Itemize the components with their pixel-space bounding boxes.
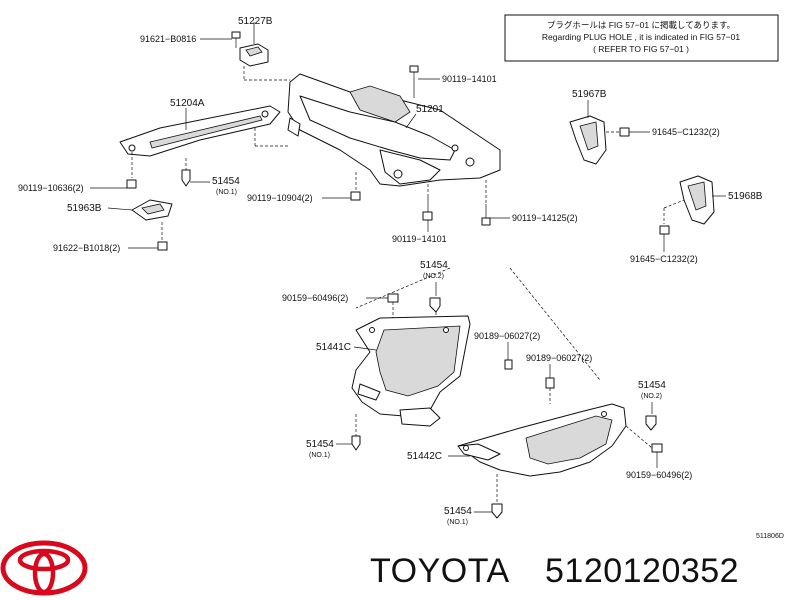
label-51441c: 51441C <box>316 342 351 353</box>
cover-51441c-drawing <box>351 315 471 427</box>
label-51967b: 51967B <box>572 89 607 100</box>
label-51454-no1-b: 51454 <box>306 439 334 450</box>
bracket-51204a-drawing <box>119 105 281 157</box>
label-91621-b0816: 91621−B0816 <box>140 34 196 44</box>
note-line-3: ( REFER TO FIG 57−01 ) <box>593 44 689 54</box>
label-no1-c: (NO.1) <box>447 519 468 526</box>
label-90119-14125: 90119−14125(2) <box>512 213 578 223</box>
label-91645-c1232-b: 91645−C1232(2) <box>630 254 698 264</box>
label-51227b: 51227B <box>238 16 273 27</box>
toyota-logo <box>0 540 88 596</box>
note-box: プラグホールは FIG 57−01 に掲載してあります。 Regarding P… <box>504 14 779 62</box>
label-90119-10636: 90119−10636(2) <box>18 183 84 193</box>
label-51454-no2-a: 51454 <box>420 260 448 271</box>
label-51201: 51201 <box>416 104 444 115</box>
cover-51442c-drawing <box>457 403 627 477</box>
label-51454-a: 51454 <box>212 176 240 187</box>
label-90189-06027-a: 90189−06027(2) <box>474 331 540 341</box>
clip-51454-a <box>181 169 191 187</box>
crossmember-51201-drawing <box>287 73 501 187</box>
note-line-1: プラグホールは FIG 57−01 に掲載してあります。 <box>547 20 735 30</box>
label-51968b: 51968B <box>728 191 763 202</box>
bracket-51968b-drawing <box>679 175 715 225</box>
label-no2-a: (NO.2) <box>423 273 444 280</box>
label-51454-no1-c: 51454 <box>444 506 472 517</box>
part-number: 5120120352 <box>545 552 739 590</box>
label-90159-60496-b: 90159−60496(2) <box>626 470 692 480</box>
bracket-51967b-drawing <box>569 115 607 165</box>
label-90159-60496-a: 90159−60496(2) <box>282 293 348 303</box>
label-51454-no2-b: 51454 <box>638 380 666 391</box>
label-90189-06027-b: 90189−06027(2) <box>526 353 592 363</box>
bracket-51963b-drawing <box>131 199 173 221</box>
label-90119-10904: 90119−10904(2) <box>247 193 313 203</box>
bracket-51227b-drawing <box>231 31 269 67</box>
label-no1-b: (NO.1) <box>309 452 330 459</box>
label-no2-b: (NO.2) <box>641 393 662 400</box>
label-90119-14101-bottom: 90119−14101 <box>392 234 447 244</box>
figure-code: 511806D <box>756 533 784 540</box>
label-91645-c1232-a: 91645−C1232(2) <box>652 127 720 137</box>
label-90119-14101-top: 90119−14101 <box>442 74 497 84</box>
label-91622-b1018: 91622−B1018(2) <box>53 243 120 253</box>
label-no1-a: (NO.1) <box>216 189 237 196</box>
label-51204a: 51204A <box>170 98 205 109</box>
label-51442c: 51442C <box>407 451 442 462</box>
note-line-2: Regarding PLUG HOLE , it is indicated in… <box>542 32 740 42</box>
brand-name: TOYOTA <box>370 552 510 590</box>
label-51963b: 51963B <box>67 203 102 214</box>
